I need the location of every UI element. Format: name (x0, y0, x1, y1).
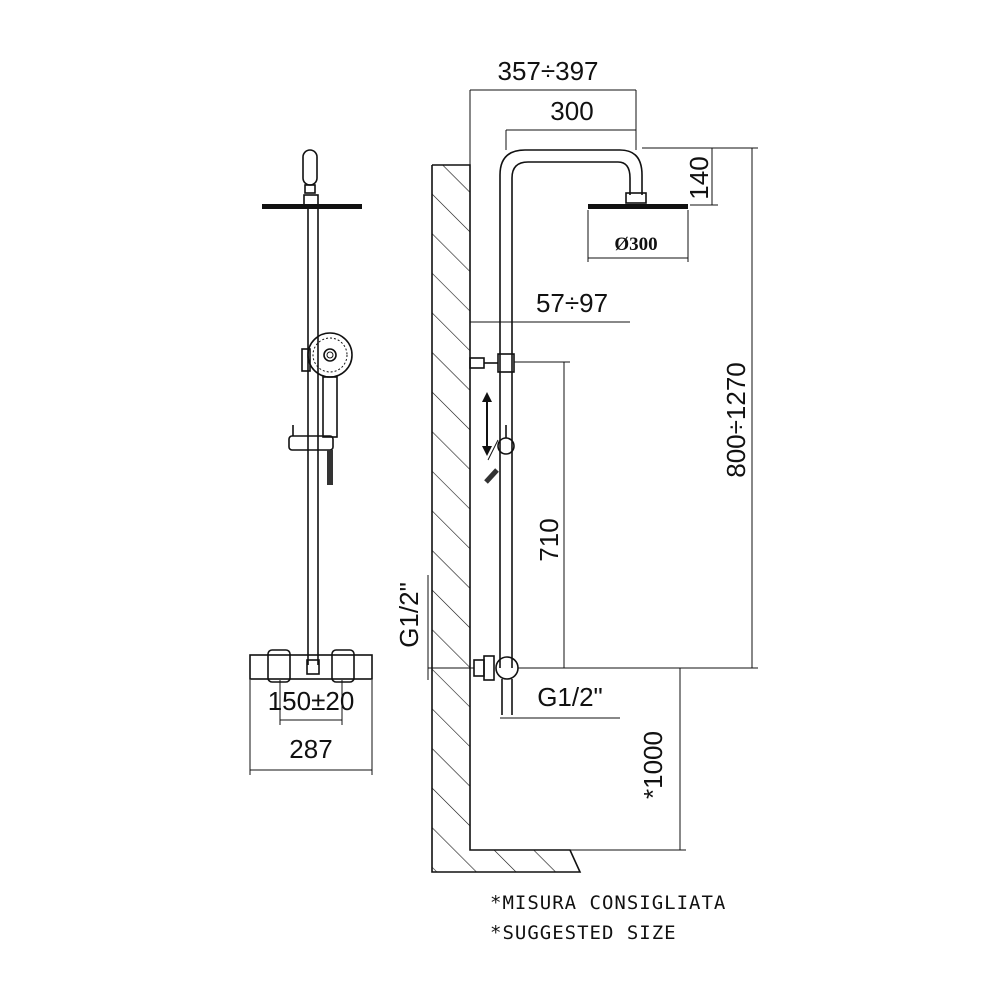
dim-height-range: 800÷1270 (721, 362, 751, 478)
front-view: 150±20 287 (249, 149, 373, 775)
slider (288, 435, 334, 451)
side-shower-head (588, 204, 688, 209)
dim-inlet-left: G1/2" (394, 582, 424, 648)
dim-wall-offset: 57÷97 (536, 288, 608, 318)
side-view: 357÷397 300 140 Ø300 57÷97 710 800÷1270 … (394, 56, 758, 873)
shower-arm (511, 161, 631, 668)
dim-inlet-bottom: G1/2" (537, 682, 603, 712)
wall-bracket (497, 353, 515, 373)
rain-shower-head (262, 204, 362, 209)
note-english: *SUGGESTED SIZE (490, 922, 677, 944)
dim-head-drop: 140 (684, 156, 714, 199)
note-italian: *MISURA CONSIGLIATA (490, 892, 726, 914)
dim-total-projection: 357÷397 (497, 56, 598, 86)
dim-arm-length: 300 (550, 96, 593, 126)
hand-shower (307, 332, 353, 438)
top-arm-cap (302, 149, 318, 186)
dim-head-diameter: Ø300 (614, 234, 657, 255)
slide-arrow-icon (482, 392, 492, 456)
hose (327, 450, 333, 485)
dim-bracket-spacing: 710 (534, 518, 564, 561)
dim-mixer-width: 287 (289, 734, 332, 764)
wall-floor-section (432, 165, 580, 872)
thermostatic-mixer (249, 649, 373, 683)
dim-floor-height: *1000 (638, 731, 668, 799)
dim-center-distance: 150±20 (268, 686, 355, 716)
